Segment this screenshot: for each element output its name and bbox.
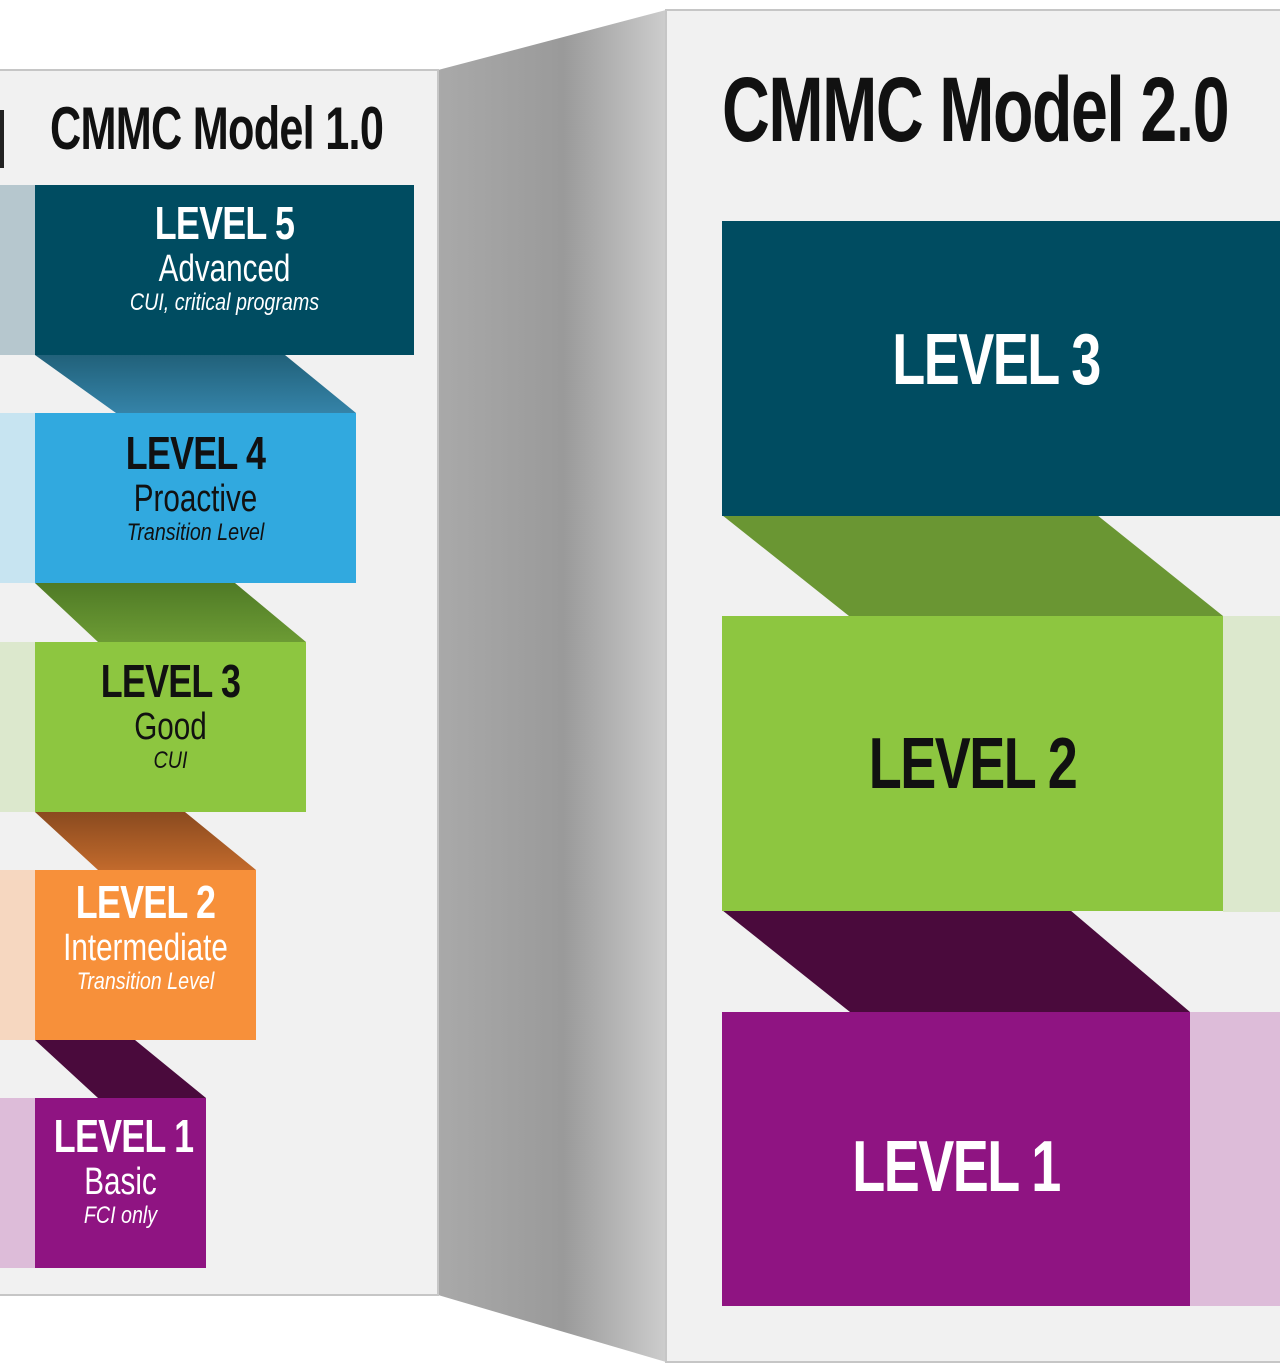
level-name: Advanced (158, 247, 291, 290)
stub-level-3 (0, 642, 35, 812)
m2-level-2-block (722, 616, 1223, 911)
connector-5-4 (35, 355, 356, 413)
level-title: LEVEL 2 (868, 724, 1078, 804)
m1-level-3-label: LEVEL 3 Good CUI (35, 656, 306, 775)
connector-2-1 (35, 1040, 206, 1098)
m1-level-5-block (35, 185, 414, 355)
level-title: LEVEL 4 (125, 427, 266, 479)
m2-level-3-label: LEVEL 3 (722, 320, 1270, 400)
stub-m2-level-2 (1223, 616, 1280, 912)
m2-level-1-block (722, 1012, 1190, 1306)
level-title: LEVEL 2 (75, 876, 216, 928)
level-name: Basic (84, 1160, 157, 1203)
m1-level-1-label: LEVEL 1 Basic FCI only (35, 1111, 206, 1230)
panel-fold (438, 10, 666, 1362)
m1-level-1-block (35, 1098, 206, 1268)
level-name: Good (134, 705, 207, 748)
level-title: LEVEL 3 (892, 320, 1101, 400)
stub-level-1 (0, 1098, 35, 1268)
level-title: LEVEL 3 (100, 655, 241, 707)
stub-level-5 (0, 185, 35, 355)
m2-level-3-block (722, 221, 1280, 516)
stub-m2-level-1 (1190, 1012, 1280, 1306)
connector-4-3 (35, 583, 306, 642)
level-name: Proactive (133, 477, 258, 520)
m1-level-2-block (35, 870, 256, 1040)
level-note: Transition Level (126, 519, 265, 547)
m2-level-1-label: LEVEL 1 (722, 1127, 1190, 1207)
m1-level-2-label: LEVEL 2 Intermediate Transition Level (35, 877, 256, 996)
m1-level-5-label: LEVEL 5 Advanced CUI, critical programs (35, 198, 414, 317)
model-2-title: CMMC Model 2.0 (722, 59, 1230, 161)
connector-m2-2-1 (722, 910, 1190, 1012)
level-note: CUI (153, 747, 188, 775)
m1-level-3-block (35, 642, 306, 812)
model-1-title: CMMC Model 1.0 (50, 95, 384, 162)
level-title: LEVEL 5 (154, 197, 295, 249)
m1-level-4-label: LEVEL 4 Proactive Transition Level (35, 428, 356, 547)
connector-m2-3-2 (722, 515, 1223, 616)
level-title: LEVEL 1 (852, 1127, 1061, 1207)
level-note: CUI, critical programs (129, 289, 320, 317)
m1-level-4-block (35, 413, 356, 583)
stub-level-4 (0, 413, 35, 583)
level-title: LEVEL 1 (53, 1110, 194, 1162)
level-note: Transition Level (76, 968, 215, 996)
level-name: Intermediate (63, 926, 228, 969)
stub-level-2 (0, 870, 35, 1040)
connector-3-2 (35, 812, 256, 870)
m2-level-2-label: LEVEL 2 (722, 724, 1223, 804)
level-note: FCI only (83, 1202, 158, 1230)
